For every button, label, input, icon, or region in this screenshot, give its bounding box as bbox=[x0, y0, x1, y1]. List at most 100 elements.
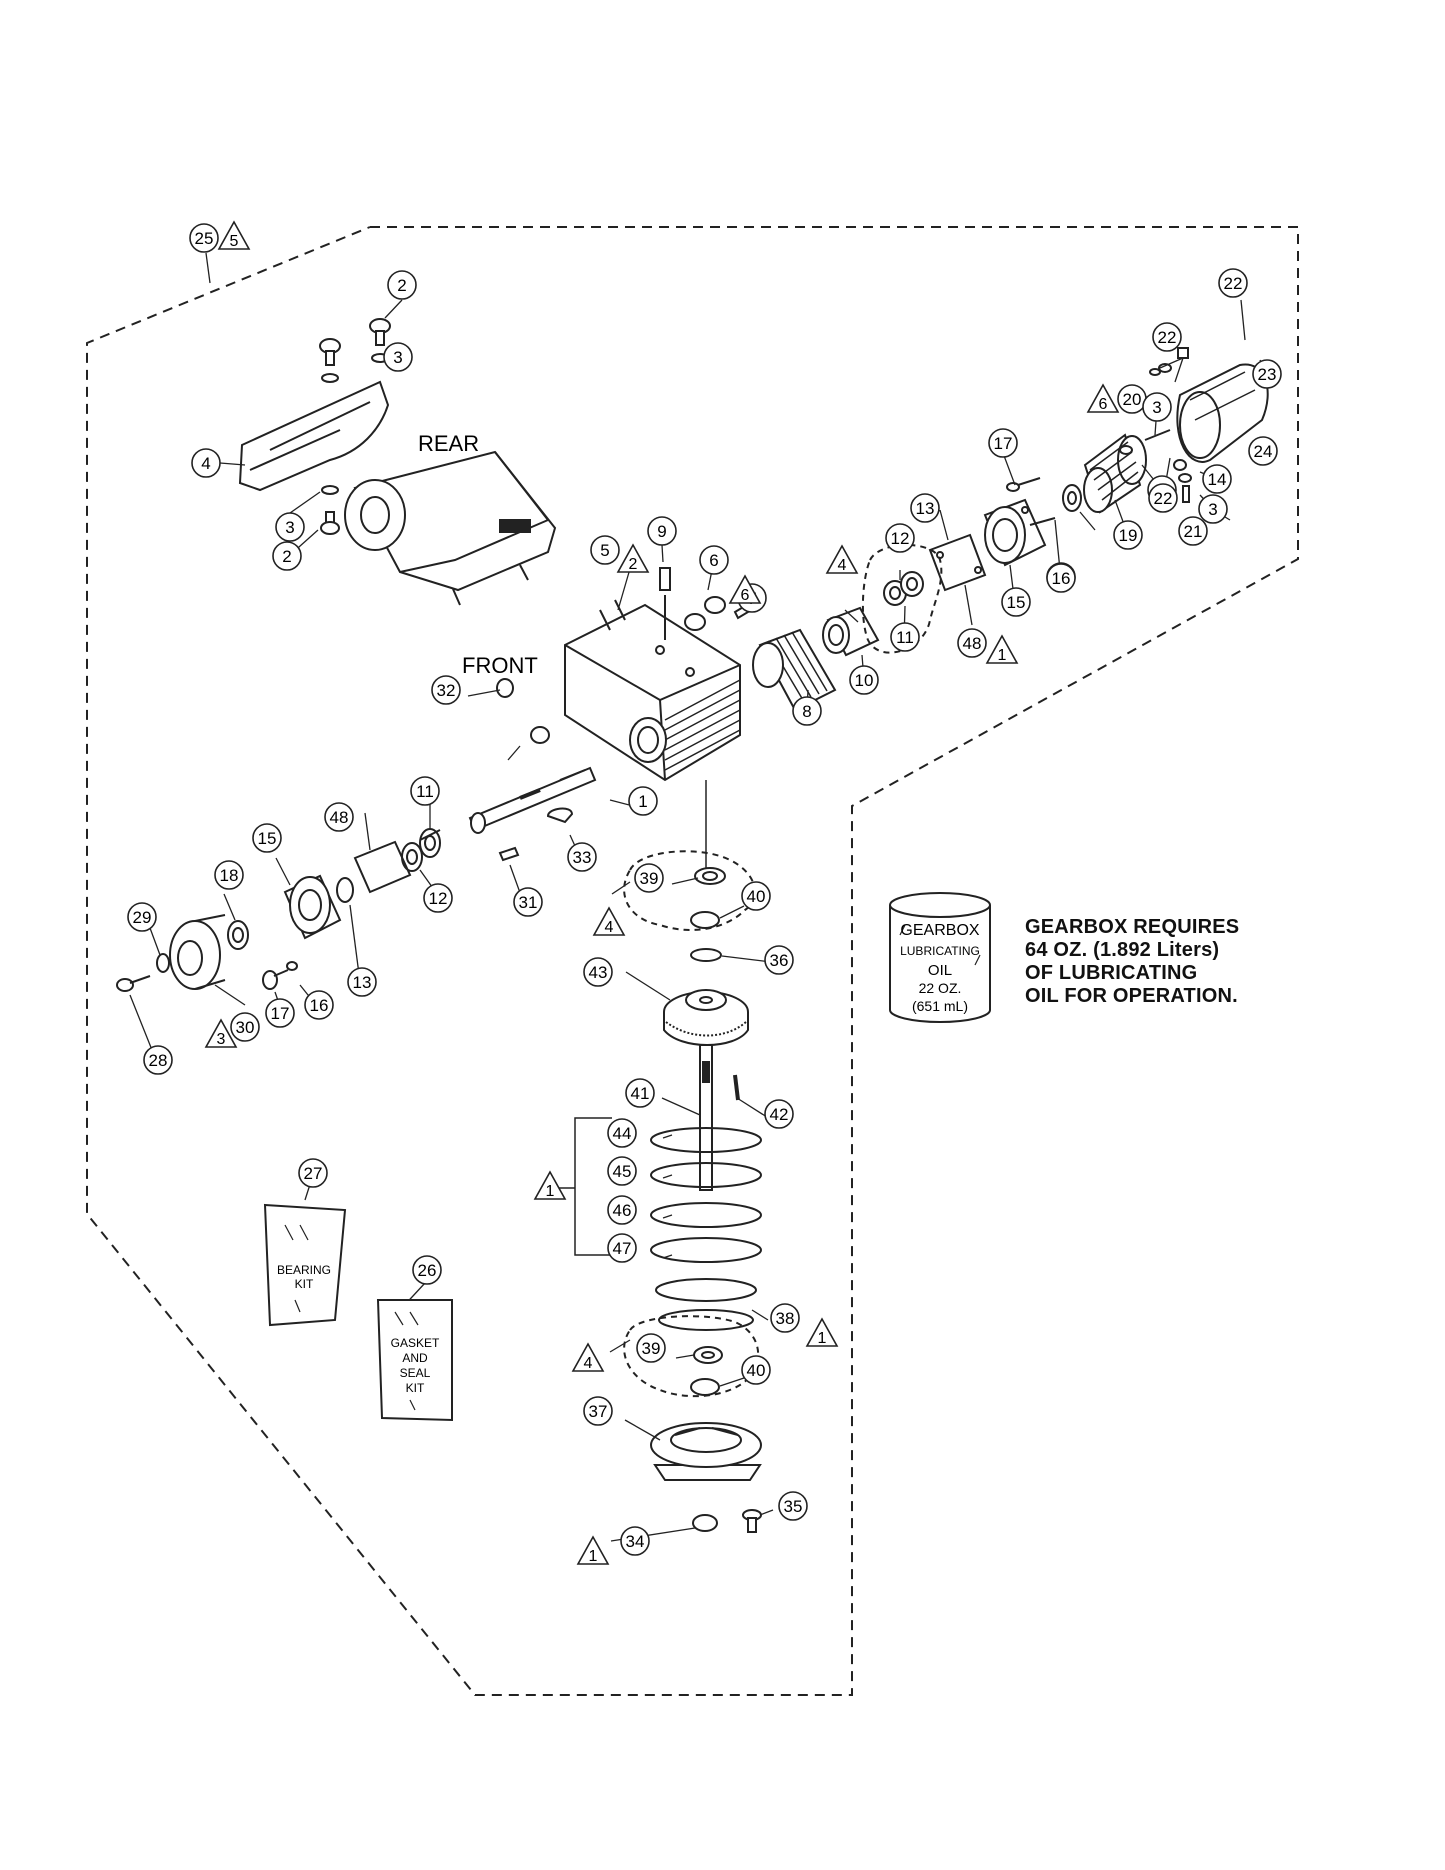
callout-circle bbox=[607, 1195, 637, 1225]
revision-triangle-number: 6 bbox=[741, 587, 750, 604]
revision-triangle-number: 2 bbox=[629, 556, 638, 573]
worm-wheel-43 bbox=[663, 989, 749, 1046]
front-label: FRONT bbox=[462, 653, 538, 678]
callout-number: 22 bbox=[1224, 274, 1243, 293]
callout-number: 14 bbox=[1208, 470, 1227, 489]
callout-circle bbox=[620, 1526, 650, 1556]
callout-circle bbox=[885, 523, 915, 553]
worm-gear bbox=[752, 628, 837, 712]
callout-number: 2 bbox=[282, 547, 291, 566]
seal-18 bbox=[1062, 484, 1082, 512]
callout-circle bbox=[1001, 587, 1031, 617]
callout-number: 8 bbox=[802, 702, 811, 721]
callout-number: 13 bbox=[916, 499, 935, 518]
callout-circle bbox=[298, 1158, 328, 1188]
callout-circle bbox=[1202, 464, 1232, 494]
callout-circle bbox=[143, 1045, 173, 1075]
callout-circle bbox=[1046, 563, 1076, 593]
oil-can-line-1: GEARBOX bbox=[900, 922, 979, 939]
callout-circle bbox=[988, 428, 1018, 458]
note-line-2: 64 OZ. (1.892 Liters) bbox=[1025, 939, 1220, 961]
revision-triangle-number: 1 bbox=[546, 1183, 555, 1200]
callout-circle bbox=[387, 270, 417, 300]
revision-triangle bbox=[533, 1170, 567, 1200]
callout-circle bbox=[567, 842, 597, 872]
callout-circle bbox=[1218, 268, 1248, 298]
callout-number: 11 bbox=[416, 782, 434, 801]
callout-number: 16 bbox=[310, 996, 329, 1015]
callout-number: 47 bbox=[613, 1239, 632, 1258]
callout-circle bbox=[1178, 516, 1208, 546]
callout-circle bbox=[741, 1355, 771, 1385]
revision-triangle bbox=[805, 1317, 839, 1347]
output-shaft-41 bbox=[699, 1044, 740, 1191]
pulley-30-left bbox=[169, 914, 226, 990]
gasket-13-48 bbox=[928, 533, 987, 592]
callout-group: 2523432596781012111348171518161920143212… bbox=[127, 220, 1282, 1565]
callout-number: 35 bbox=[784, 1497, 803, 1516]
callout-circle bbox=[189, 223, 219, 253]
revision-triangle bbox=[985, 634, 1019, 664]
callout-number: 46 bbox=[613, 1201, 632, 1220]
gasket-kit-label-2: AND bbox=[402, 1351, 428, 1365]
callout-number: 37 bbox=[589, 1402, 608, 1421]
callout-circle bbox=[513, 887, 543, 917]
oil-can-line-3: OIL bbox=[928, 962, 952, 979]
revision-triangle bbox=[217, 220, 251, 250]
key-31-33 bbox=[498, 807, 574, 862]
revision-triangle bbox=[825, 544, 859, 574]
callout-circle bbox=[214, 860, 244, 890]
input-shaft-1 bbox=[468, 766, 597, 834]
callout-number: 29 bbox=[133, 908, 152, 927]
callout-circle bbox=[1148, 483, 1178, 513]
callout-number: 3 bbox=[1208, 500, 1217, 519]
callout-number: 38 bbox=[776, 1309, 795, 1328]
gearbox-housing bbox=[564, 599, 741, 782]
callout-number: 40 bbox=[747, 887, 766, 906]
revision-triangle bbox=[728, 574, 762, 604]
callout-number: 12 bbox=[429, 889, 448, 908]
spacer-bracket bbox=[574, 1117, 612, 1256]
note-line-4: OIL FOR OPERATION. bbox=[1025, 985, 1238, 1007]
callout-number: 17 bbox=[994, 434, 1013, 453]
callout-circle bbox=[792, 696, 822, 726]
callout-number: 48 bbox=[330, 808, 349, 827]
callout-circle bbox=[230, 1012, 260, 1042]
callout-number: 19 bbox=[1119, 526, 1138, 545]
gasket-48-left bbox=[353, 840, 412, 894]
callout-number: 21 bbox=[1184, 522, 1203, 541]
callout-circle bbox=[347, 967, 377, 997]
left-gear-bearing bbox=[401, 828, 441, 872]
callout-number: 3 bbox=[393, 348, 402, 367]
callout-circle bbox=[423, 883, 453, 913]
revision-triangle-number: 4 bbox=[838, 557, 847, 574]
note-line-3: OF LUBRICATING bbox=[1025, 962, 1198, 984]
revision-triangle-number: 3 bbox=[217, 1031, 226, 1048]
bearing-kit-bag: BEARING KIT bbox=[263, 1203, 347, 1327]
callout-circle bbox=[191, 448, 221, 478]
callout-number: 32 bbox=[437, 681, 456, 700]
callout-circle bbox=[583, 957, 613, 987]
callout-number: 39 bbox=[642, 1339, 661, 1358]
revision-triangle bbox=[1086, 383, 1120, 413]
callout-number: 17 bbox=[271, 1004, 290, 1023]
callout-circle bbox=[764, 1099, 794, 1129]
fasteners-right bbox=[1006, 347, 1192, 526]
oil-can: GEARBOX LUBRICATING OIL 22 OZ. (651 mL) bbox=[889, 892, 991, 1023]
note-line-1: GEARBOX REQUIRES bbox=[1025, 916, 1240, 938]
callout-circle bbox=[272, 541, 302, 571]
seal-34 bbox=[692, 1514, 718, 1532]
callout-circle bbox=[764, 945, 794, 975]
snap-ring-36 bbox=[690, 948, 722, 962]
callout-circle bbox=[699, 545, 729, 575]
callout-number: 20 bbox=[1123, 390, 1142, 409]
callout-circle bbox=[636, 1333, 666, 1363]
fasteners-left bbox=[262, 678, 550, 990]
callout-circle bbox=[607, 1118, 637, 1148]
callout-number: 43 bbox=[589, 963, 608, 982]
callout-circle bbox=[1113, 520, 1143, 550]
revision-triangle bbox=[576, 1535, 610, 1565]
callout-number: 6 bbox=[709, 551, 718, 570]
callout-circle bbox=[890, 622, 920, 652]
